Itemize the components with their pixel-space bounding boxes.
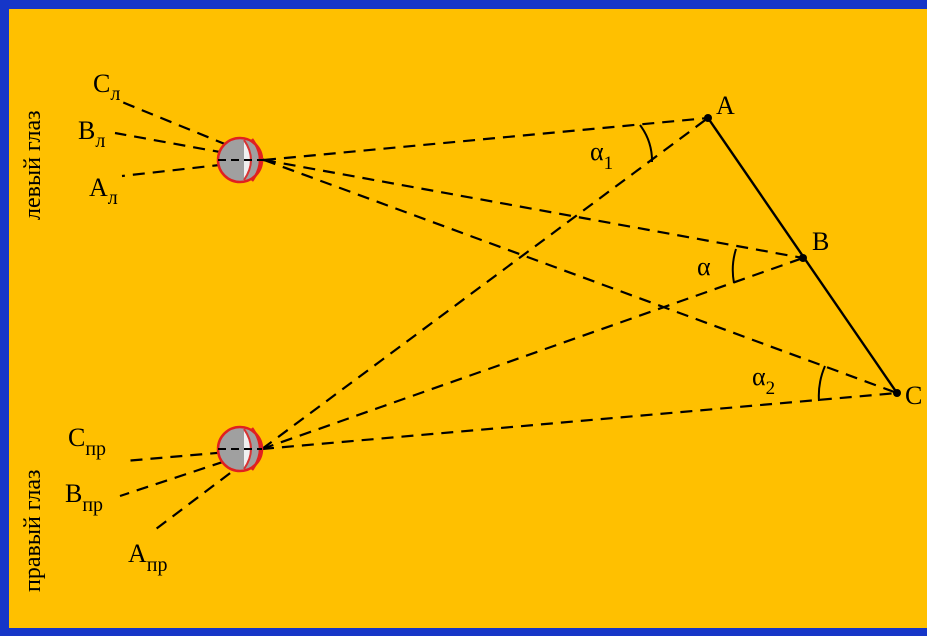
ray-left-C (263, 158, 898, 395)
ray-right-A (261, 117, 709, 450)
ray-left-A (263, 116, 709, 162)
label-alpha: α (697, 252, 711, 281)
label-C-left: Cл (93, 69, 120, 105)
left-eye-icon (216, 136, 264, 184)
right-eye-icon (216, 425, 264, 473)
point-B-dot (799, 254, 807, 262)
label-A-left: Aл (89, 173, 118, 209)
point-C-dot (893, 389, 901, 397)
angle-alpha-arc (731, 248, 737, 284)
label-B-left: Bл (78, 116, 105, 152)
ray-left-B (263, 158, 804, 260)
label-B-right: Bпр (65, 479, 103, 516)
label-alpha1: α1 (590, 137, 613, 174)
label-C-right: Cпр (68, 423, 106, 460)
ray-right-B (261, 256, 804, 451)
angle-alpha1-arc (639, 124, 654, 163)
ray-right-C (261, 391, 898, 451)
label-A-right: Aпр (128, 539, 167, 576)
label-point-C: C (905, 381, 922, 410)
angle-alpha2-arc (817, 365, 826, 402)
label-point-A: A (716, 91, 735, 120)
point-A-dot (704, 114, 712, 122)
label-alpha2: α2 (752, 362, 775, 399)
left-eye-side-label: левый глаз (20, 110, 46, 220)
right-eye-side-label: правый глаз (20, 469, 46, 592)
label-point-B: B (812, 227, 829, 256)
